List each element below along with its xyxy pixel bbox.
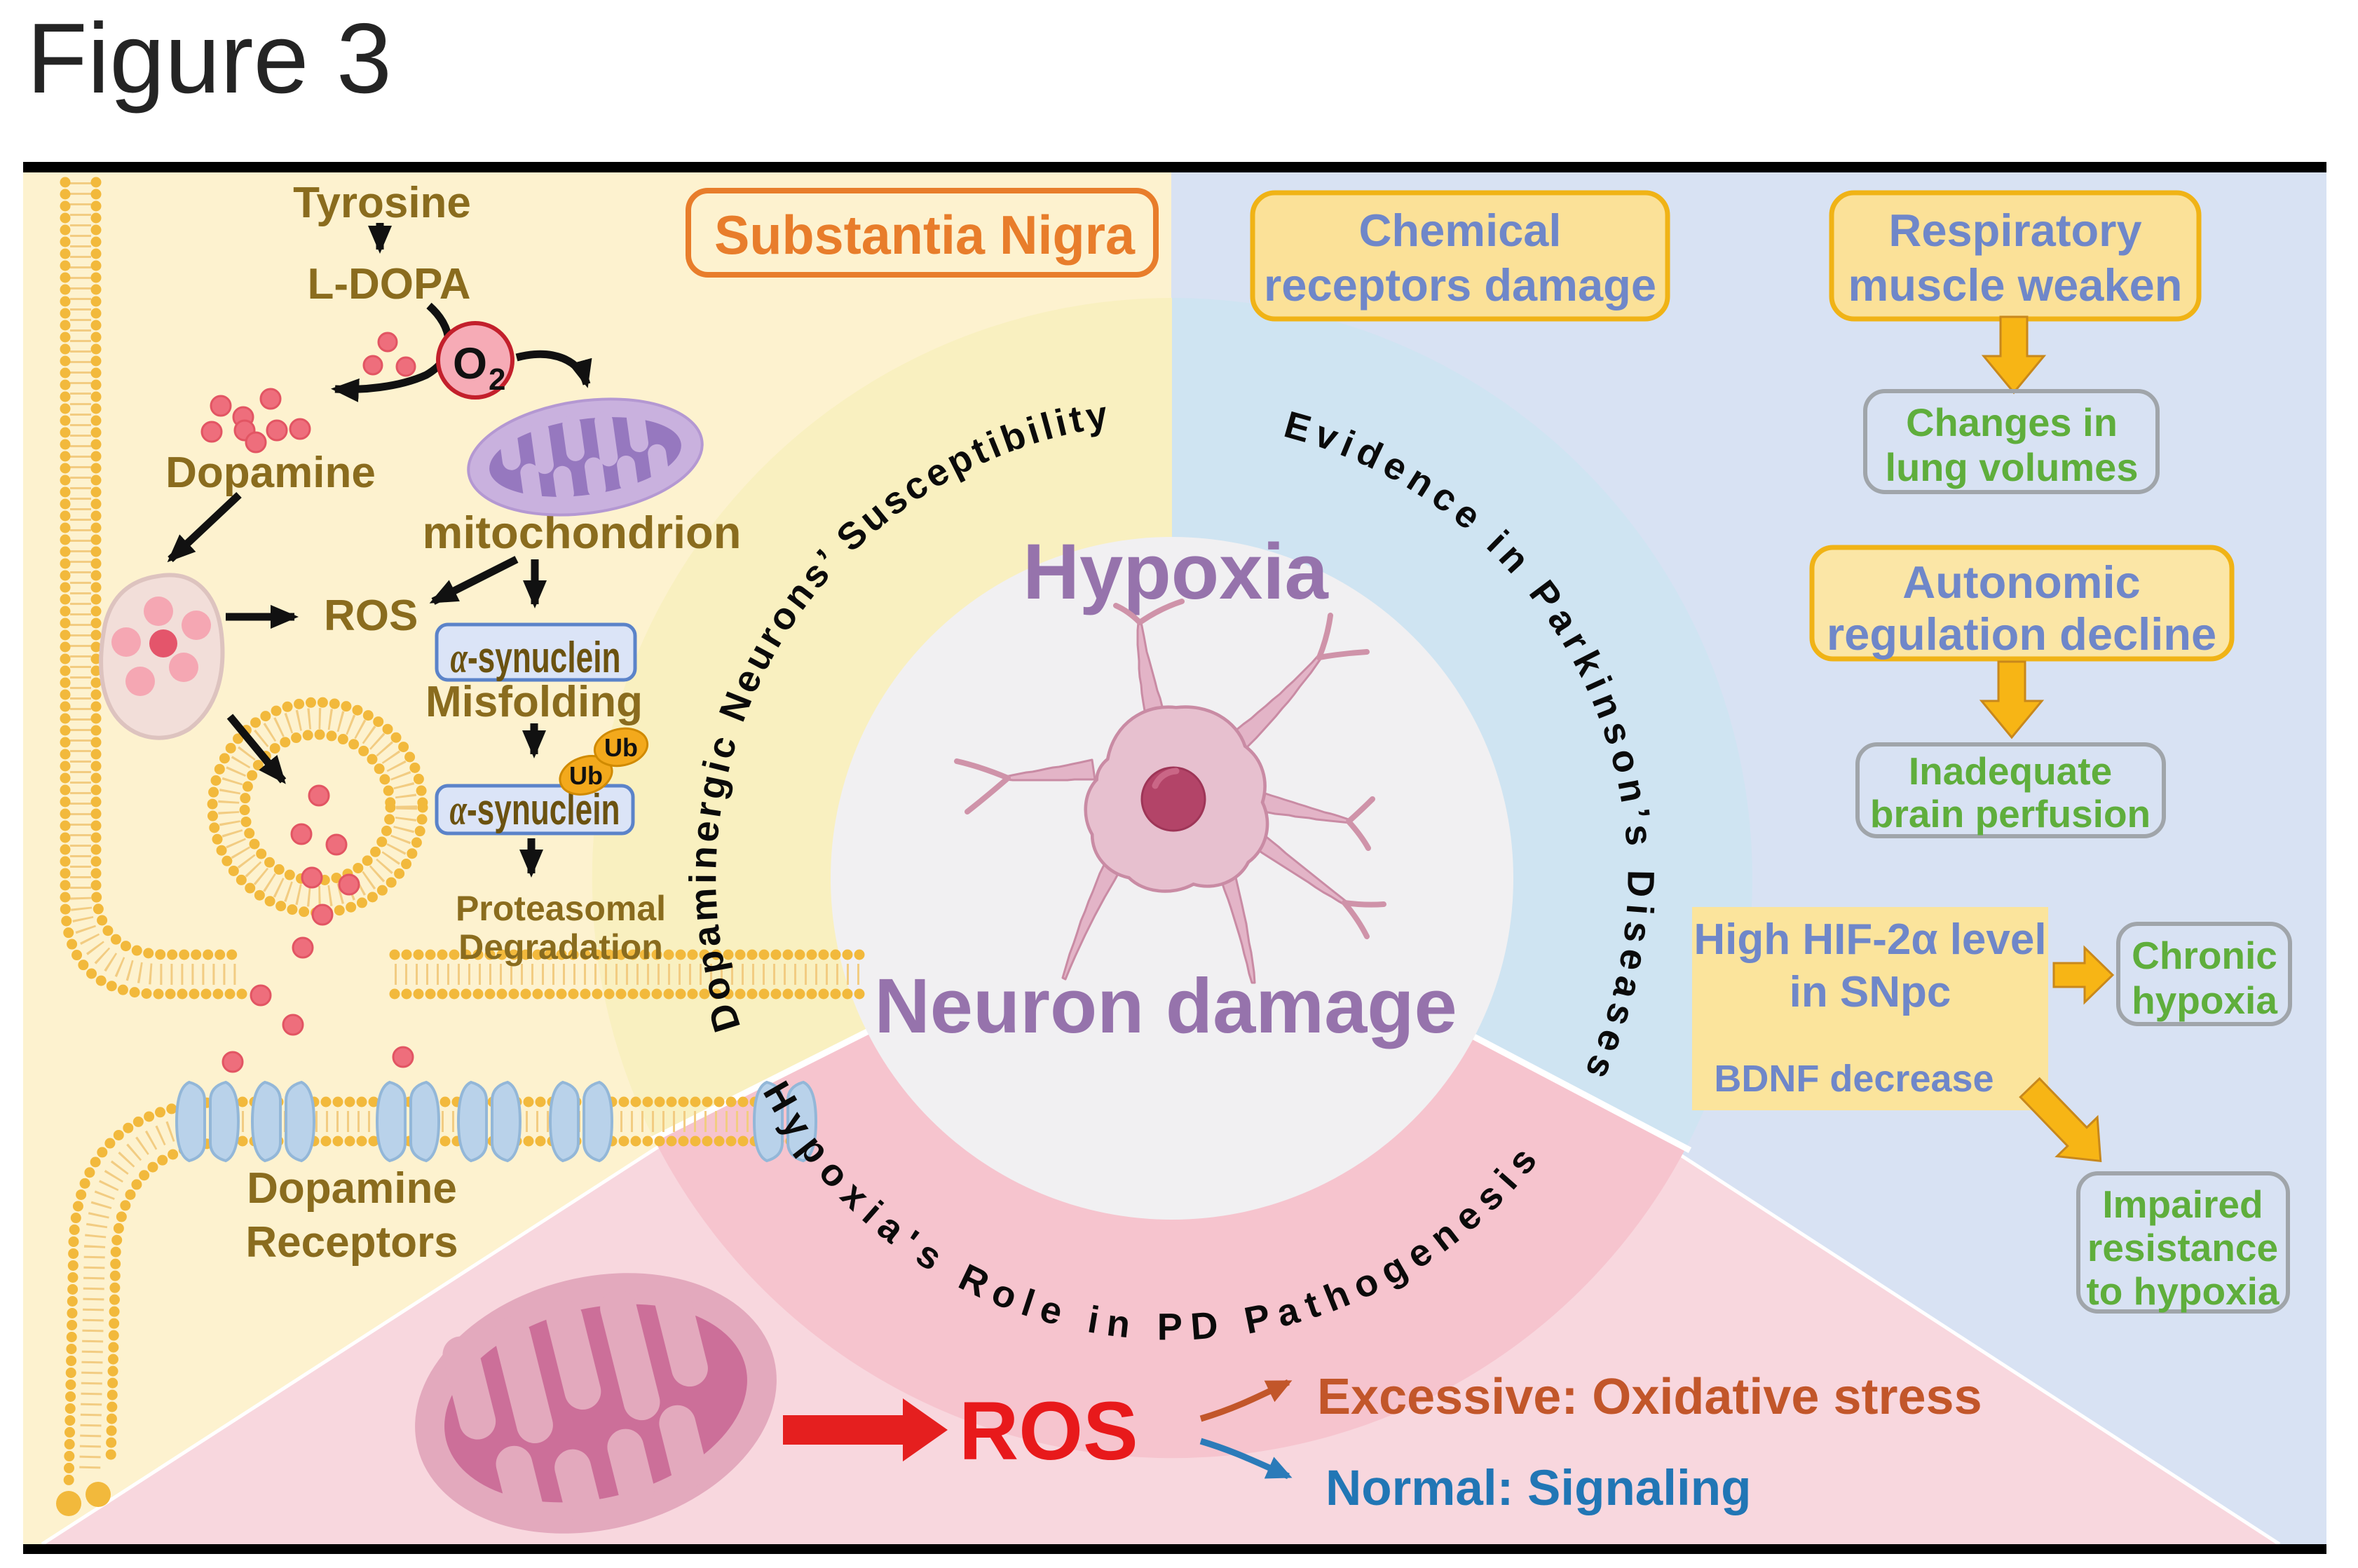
svg-text:to hypoxia: to hypoxia [2086, 1269, 2279, 1313]
svg-text:in SNpc: in SNpc [1790, 968, 1951, 1016]
svg-text:receptors damage: receptors damage [1264, 259, 1656, 311]
svg-text:regulation decline: regulation decline [1827, 608, 2216, 660]
svg-text:Autonomic: Autonomic [1902, 557, 2140, 608]
svg-text:Receptors: Receptors [245, 1218, 458, 1267]
svg-text:α-synuclein: α-synuclein [451, 634, 621, 682]
svg-text:Dopamine: Dopamine [247, 1164, 457, 1213]
svg-text:Inadequate: Inadequate [1909, 749, 2112, 793]
svg-text:2: 2 [489, 362, 505, 397]
svg-text:lung volumes: lung volumes [1886, 445, 2139, 489]
svg-text:Ub: Ub [604, 733, 638, 762]
svg-text:Degradation: Degradation [458, 927, 663, 967]
svg-text:hypoxia: hypoxia [2132, 979, 2277, 1022]
svg-text:Chemical: Chemical [1358, 205, 1561, 256]
svg-text:Tyrosine: Tyrosine [293, 179, 471, 227]
svg-text:Excessive: Oxidative stress: Excessive: Oxidative stress [1317, 1369, 1982, 1425]
svg-text:Misfolding: Misfolding [425, 678, 643, 726]
svg-text:Respiratory: Respiratory [1888, 205, 2141, 256]
svg-text:Substantia Nigra: Substantia Nigra [714, 204, 1136, 266]
svg-text:O: O [453, 339, 487, 388]
svg-text:Impaired: Impaired [2102, 1182, 2263, 1226]
svg-text:Normal: Signaling: Normal: Signaling [1325, 1461, 1752, 1516]
svg-text:High HIF-2α level: High HIF-2α level [1693, 915, 2046, 964]
svg-text:Dopamine: Dopamine [165, 449, 376, 497]
svg-text:BDNF decrease: BDNF decrease [1714, 1058, 1994, 1100]
svg-text:brain perfusion: brain perfusion [1870, 792, 2151, 836]
svg-text:Figure 3: Figure 3 [27, 3, 392, 114]
svg-text:mitochondrion: mitochondrion [423, 507, 742, 558]
svg-text:Chronic: Chronic [2132, 934, 2277, 977]
svg-text:muscle weaken: muscle weaken [1848, 259, 2183, 311]
svg-text:Neuron damage: Neuron damage [874, 963, 1457, 1049]
svg-text:L-DOPA: L-DOPA [307, 260, 470, 308]
svg-text:ROS: ROS [959, 1385, 1138, 1478]
svg-text:ROS: ROS [324, 592, 418, 640]
svg-text:Proteasomal: Proteasomal [456, 889, 666, 928]
svg-text:α-synuclein: α-synuclein [450, 786, 620, 834]
svg-text:resistance: resistance [2087, 1226, 2278, 1269]
svg-text:Changes in: Changes in [1906, 400, 2118, 444]
svg-text:Ub: Ub [569, 761, 603, 790]
